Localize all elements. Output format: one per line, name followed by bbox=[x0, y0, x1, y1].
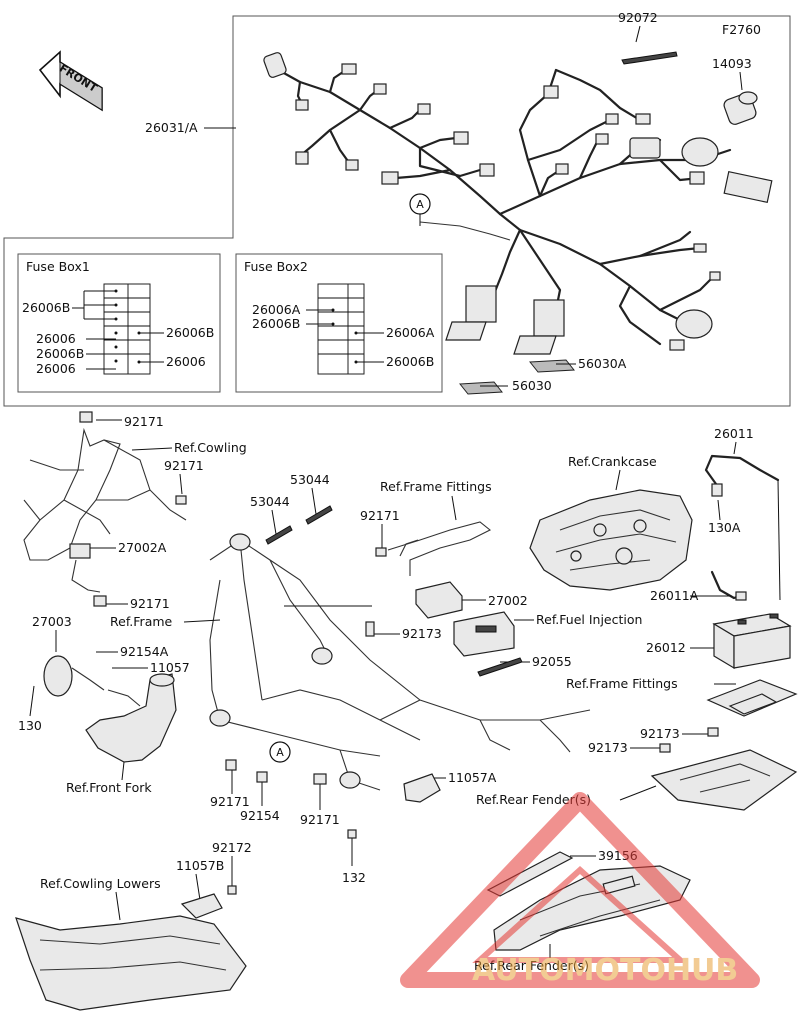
fuse-box1: Fuse Box1 26006B 26006 26006B 26006 2600… bbox=[17, 253, 221, 393]
label-92171-f: 92171 bbox=[300, 812, 340, 827]
ref-rear-fender-1: Ref.Rear Fender(s) bbox=[476, 792, 591, 807]
fuse-box2-label-26006a-right: 26006A bbox=[386, 325, 435, 340]
label-132: 132 bbox=[342, 870, 366, 885]
label-27003: 27003 bbox=[32, 614, 72, 629]
fuse-box1-label-26006b-1: 26006B bbox=[22, 300, 70, 315]
label-130: 130 bbox=[18, 718, 42, 733]
label-26011: 26011 bbox=[714, 426, 754, 441]
svg-text:A: A bbox=[416, 198, 424, 211]
front-fork bbox=[85, 673, 177, 763]
fuse-box2: Fuse Box2 26006A 26006B 26006A 26006B bbox=[235, 253, 443, 393]
fuse-box1-label-26006b-2: 26006B bbox=[36, 346, 84, 361]
label-92171-d: 92171 bbox=[360, 508, 400, 523]
label-92072: 92072 bbox=[618, 10, 658, 25]
label-11057a: 11057A bbox=[448, 770, 497, 785]
crankcase bbox=[529, 489, 693, 591]
figure-code: F2760 bbox=[722, 22, 761, 37]
label-27002a: 27002A bbox=[118, 540, 167, 555]
fuse-box1-label-26006-right: 26006 bbox=[166, 354, 206, 369]
ref-cowling: Ref.Cowling bbox=[174, 440, 247, 455]
ref-frame: Ref.Frame bbox=[110, 614, 173, 629]
cowling-lowers bbox=[15, 915, 247, 1011]
ref-cowling-lowers: Ref.Cowling Lowers bbox=[40, 876, 161, 891]
fuse-box1-label-26006-2: 26006 bbox=[36, 361, 76, 376]
label-56030: 56030 bbox=[512, 378, 552, 393]
ref-circle-a-bottom: A bbox=[269, 741, 291, 763]
ref-front-fork: Ref.Front Fork bbox=[66, 780, 152, 795]
ref-fuel-injection: Ref.Fuel Injection bbox=[536, 612, 642, 627]
harness-connectors bbox=[263, 52, 773, 351]
label-14093: 14093 bbox=[712, 56, 752, 71]
ref-frame-fittings-2: Ref.Frame Fittings bbox=[566, 676, 678, 691]
label-92154: 92154 bbox=[240, 808, 280, 823]
main-frame bbox=[209, 533, 591, 791]
fuse-box2-title: Fuse Box2 bbox=[244, 259, 308, 274]
horn-27003 bbox=[43, 655, 105, 697]
label-130a: 130A bbox=[708, 520, 741, 535]
ref-frame-fittings-1: Ref.Frame Fittings bbox=[380, 479, 492, 494]
label-92171-e: 92171 bbox=[210, 794, 250, 809]
label-92173-a: 92173 bbox=[402, 626, 442, 641]
part-27002 bbox=[415, 581, 515, 657]
label-53044-b: 53044 bbox=[290, 472, 330, 487]
ref-circle-a-top: A bbox=[409, 193, 431, 226]
fuse-box2-label-26006b-right: 26006B bbox=[386, 354, 434, 369]
svg-text:A: A bbox=[276, 746, 284, 759]
label-92171-top: 92171 bbox=[124, 414, 164, 429]
fuse-box2-label-26006b-left: 26006B bbox=[252, 316, 300, 331]
label-92055: 92055 bbox=[532, 654, 572, 669]
ref-crankcase: Ref.Crankcase bbox=[568, 454, 657, 469]
front-arrow: FRONT bbox=[38, 50, 103, 112]
battery-tray bbox=[650, 749, 798, 811]
label-27002: 27002 bbox=[488, 593, 528, 608]
label-92173-c: 92173 bbox=[588, 740, 628, 755]
part-14093 bbox=[723, 91, 758, 125]
battery-26012 bbox=[712, 613, 792, 670]
label-26011a: 26011A bbox=[650, 588, 699, 603]
fuse-box1-label-26006b-right: 26006B bbox=[166, 325, 214, 340]
label-92171-c: 92171 bbox=[130, 596, 170, 611]
watermark: AUTOMOTOHUB bbox=[400, 792, 760, 988]
label-92154a: 92154A bbox=[120, 644, 169, 659]
label-26031a: 26031/A bbox=[145, 120, 198, 135]
label-11057b: 11057B bbox=[176, 858, 224, 873]
label-53044-a: 53044 bbox=[250, 494, 290, 509]
label-92172: 92172 bbox=[212, 840, 252, 855]
fuse-box2-label-26006a-left: 26006A bbox=[252, 302, 301, 317]
label-26012: 26012 bbox=[646, 640, 686, 655]
fuse-box1-title: Fuse Box1 bbox=[26, 259, 90, 274]
front-subframe bbox=[23, 411, 187, 607]
watermark-text: AUTOMOTOHUB bbox=[472, 953, 738, 988]
label-92173-b: 92173 bbox=[640, 726, 680, 741]
label-56030a: 56030A bbox=[578, 356, 627, 371]
harness-box-outline bbox=[3, 15, 791, 407]
label-11057: 11057 bbox=[150, 660, 190, 675]
label-92171-b: 92171 bbox=[164, 458, 204, 473]
fuse-box1-label-26006-1: 26006 bbox=[36, 331, 76, 346]
